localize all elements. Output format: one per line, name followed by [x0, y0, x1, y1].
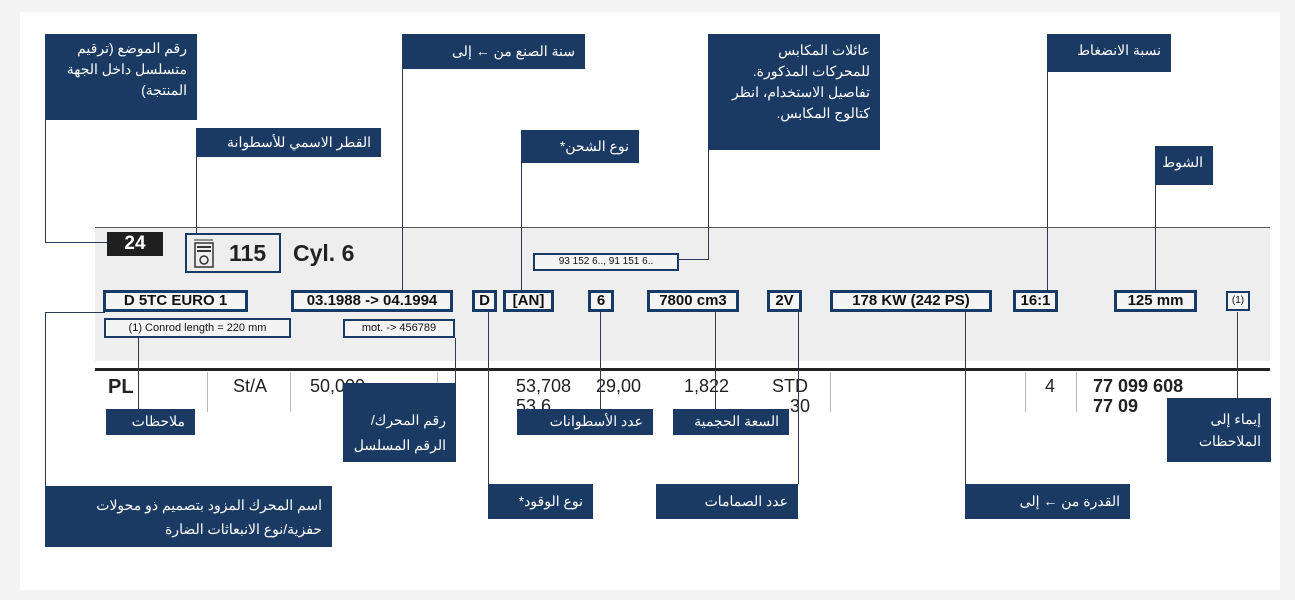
bore-value: 115 — [229, 240, 267, 266]
valves-box: 2V — [767, 290, 802, 312]
column-separator — [1025, 372, 1026, 412]
compression-box: 16:1 — [1013, 290, 1058, 312]
cylinders-label: Cyl. 6 — [293, 240, 355, 266]
table-cell-type: PL — [108, 376, 134, 398]
fuel-type-box: D — [472, 290, 497, 312]
callout-compression: نسبة الانضغاط — [1047, 34, 1171, 72]
table-top-rule — [95, 368, 1270, 371]
callout-power: القدرة من ← إلى — [965, 484, 1130, 519]
table-cell-value-4: 1,822 — [684, 376, 730, 396]
callout-engine-number: رقم المحرك/ الرقم المسلسل — [343, 383, 456, 462]
charging-type-box: [AN] — [503, 290, 554, 312]
leader-line — [1237, 312, 1238, 398]
column-separator — [290, 372, 291, 412]
callout-note-ref: إيماء إلى الملاحظات — [1167, 398, 1271, 462]
column-separator — [830, 372, 831, 412]
displacement-box: 7800 cm3 — [647, 290, 739, 312]
leader-line — [1155, 185, 1156, 290]
leader-line — [1047, 72, 1048, 290]
callout-charging-type: نوع الشحن* — [521, 130, 639, 163]
column-separator — [207, 372, 208, 412]
bore-icon-box — [185, 233, 281, 273]
leader-line — [488, 312, 489, 484]
piston-families-box: 93 152 6.., 91 151 6.. — [533, 253, 679, 271]
leader-line — [798, 312, 799, 484]
callout-fuel-type: نوع الوقود* — [488, 484, 593, 519]
position-number-badge: 24 — [107, 232, 163, 256]
cylinder-bore-icon — [194, 239, 214, 268]
table-cell-value-2: 53,708 — [516, 376, 572, 396]
callout-build-years: سنة الصنع من ← إلى — [402, 34, 585, 69]
callout-engine-name: اسم المحرك المزود بتصميم ذو محولات حفزية… — [45, 486, 332, 547]
engine-number-box: mot. -> 456789 — [343, 319, 455, 338]
table-cell-size: STD — [772, 376, 808, 396]
leader-line — [402, 69, 403, 290]
callout-valves: عدد الصمامات — [656, 484, 798, 519]
conrod-note-box: (1) Conrod length = 220 mm — [104, 318, 291, 338]
callout-stroke: الشوط — [1155, 146, 1213, 185]
leader-line — [45, 242, 107, 243]
power-box: 178 KW (242 PS) — [830, 290, 992, 312]
callout-position-number: رقم الموضع (ترقيم متسلسل داخل الجهة المن… — [45, 34, 197, 120]
leader-line — [45, 312, 105, 313]
callout-notes: ملاحظات — [106, 409, 195, 435]
leader-line — [965, 312, 966, 484]
table-cell-value-3: 29,00 — [596, 376, 642, 396]
stroke-box: 125 mm — [1114, 290, 1197, 312]
note-ref-box: (1) — [1226, 291, 1250, 311]
table-cell-part-number: 77 099 608 — [1093, 376, 1184, 396]
leader-line — [600, 312, 601, 409]
column-separator — [1076, 372, 1077, 412]
leader-line — [45, 312, 46, 486]
build-years-box: 03.1988 -> 04.1994 — [291, 290, 453, 312]
leader-line — [679, 259, 709, 260]
leader-line — [708, 150, 709, 259]
table-cell-quantity: 4 — [1045, 376, 1056, 396]
callout-piston-families: عائلات المكابس للمحركات المذكورة. تفاصيل… — [708, 34, 880, 150]
leader-line — [521, 163, 522, 290]
callout-bore: القطر الاسمي للأسطوانة — [196, 128, 381, 157]
table-cell-part-number-b: 77 09 — [1093, 396, 1139, 416]
engine-name-box: D 5TC EURO 1 — [103, 290, 248, 312]
leader-line — [45, 120, 46, 242]
leader-line — [715, 312, 716, 409]
leader-line — [196, 157, 197, 233]
table-cell-size-b: 30 — [790, 396, 811, 416]
cylinder-count-box: 6 — [588, 290, 614, 312]
leader-line — [455, 338, 456, 383]
leader-line — [138, 338, 139, 409]
callout-cylinder-count: عدد الأسطوانات — [517, 409, 653, 435]
callout-displacement: السعة الحجمية — [673, 409, 789, 435]
table-cell-material: St/A — [233, 376, 268, 396]
